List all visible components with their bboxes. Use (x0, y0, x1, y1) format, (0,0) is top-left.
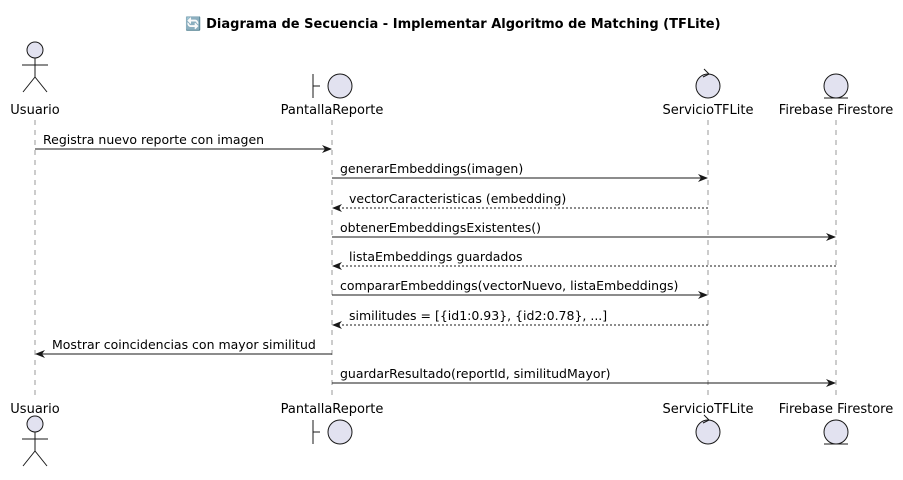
message-8: Mostrar coincidencias con mayor similitu… (35, 337, 332, 358)
participant-label: Firebase Firestore (779, 103, 893, 118)
participant-usuario-bottom: Usuario (10, 402, 60, 467)
message-label: guardarResultado(reportId, similitudMayo… (340, 366, 611, 381)
participant-label: ServicioTFLite (663, 402, 754, 417)
message-9: guardarResultado(reportId, similitudMayo… (332, 366, 836, 387)
participant-label: Usuario (10, 402, 59, 417)
message-6: compararEmbeddings(vectorNuevo, listaEmb… (332, 278, 708, 299)
message-5: listaEmbeddings guardados (332, 249, 836, 270)
participant-pantalla-top: PantallaReporte (281, 73, 384, 118)
participant-label: PantallaReporte (281, 103, 384, 118)
participant-firebase-bottom: Firebase Firestore (779, 402, 893, 445)
message-label: compararEmbeddings(vectorNuevo, listaEmb… (340, 278, 678, 293)
message-4: obtenerEmbeddingsExistentes() (332, 220, 836, 241)
participant-label: Usuario (10, 103, 59, 118)
diagram-title: 🔄 Diagrama de Secuencia - Implementar Al… (185, 16, 720, 32)
messages: Registra nuevo reporte con imagen generar… (35, 132, 836, 387)
participant-servicio-top: ServicioTFLite (663, 68, 754, 118)
participant-usuario-top: Usuario (10, 41, 60, 118)
participant-servicio-bottom: ServicioTFLite (663, 402, 754, 445)
message-label: similitudes = [{id1:0.93}, {id2:0.78}, .… (349, 308, 607, 323)
participants: UsuarioUsuarioPantallaReportePantallaRep… (10, 41, 893, 467)
message-label: vectorCaracteristicas (embedding) (349, 191, 566, 206)
message-label: Mostrar coincidencias con mayor similitu… (52, 337, 316, 352)
participant-label: Firebase Firestore (779, 402, 893, 417)
participant-firebase-top: Firebase Firestore (779, 73, 893, 118)
message-2: generarEmbeddings(imagen) (332, 161, 708, 182)
message-3: vectorCaracteristicas (embedding) (332, 191, 708, 212)
message-label: listaEmbeddings guardados (349, 249, 523, 264)
message-1: Registra nuevo reporte con imagen (35, 132, 332, 153)
participant-pantalla-bottom: PantallaReporte (281, 402, 384, 445)
participant-label: ServicioTFLite (663, 103, 754, 118)
message-label: Registra nuevo reporte con imagen (43, 132, 264, 147)
message-label: generarEmbeddings(imagen) (340, 161, 523, 176)
message-label: obtenerEmbeddingsExistentes() (340, 220, 541, 235)
participant-label: PantallaReporte (281, 402, 384, 417)
message-7: similitudes = [{id1:0.93}, {id2:0.78}, .… (332, 308, 708, 329)
